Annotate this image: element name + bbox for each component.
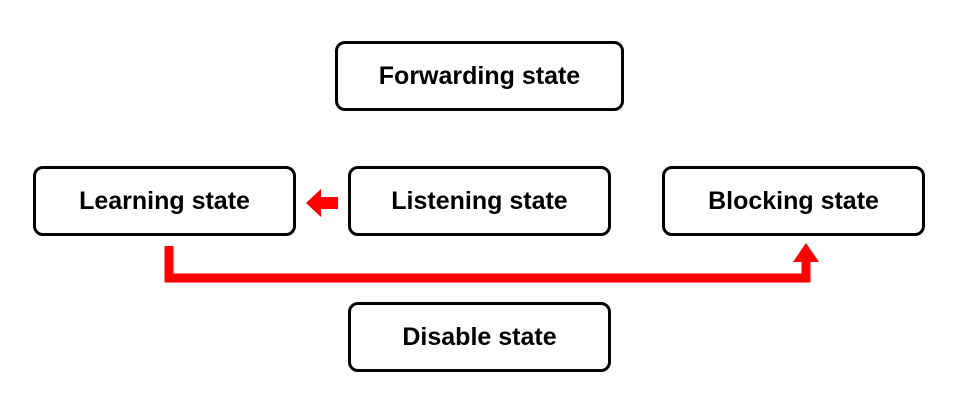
- listening-state-label: Listening state: [391, 186, 568, 215]
- listening-state-box: Listening state: [348, 166, 611, 236]
- disable-state-box: Disable state: [348, 302, 611, 372]
- blocking-state-label: Blocking state: [708, 186, 879, 215]
- forwarding-state-label: Forwarding state: [378, 61, 581, 90]
- learning-state-box: Learning state: [33, 166, 296, 236]
- learning-state-label: Learning state: [79, 186, 250, 215]
- disable-state-label: Disable state: [402, 322, 557, 351]
- arrow-learning-to-blocking-shaft: [164, 246, 811, 283]
- blocking-state-box: Blocking state: [662, 166, 925, 236]
- arrow-listening-to-learning: [306, 189, 338, 217]
- arrow-learning-to-blocking-head: [793, 243, 819, 262]
- forwarding-state-box: Forwarding state: [335, 41, 624, 111]
